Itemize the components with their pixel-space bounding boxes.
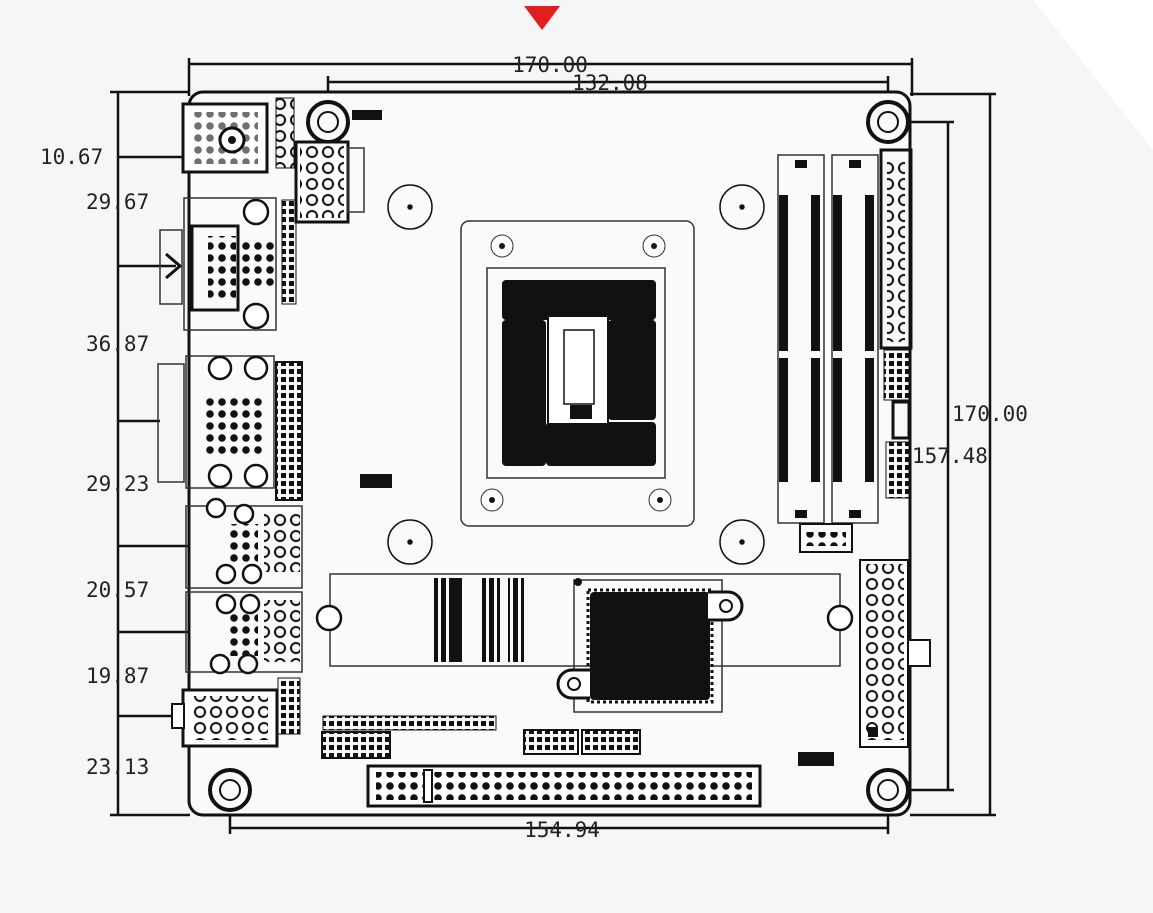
cpu-socket — [460, 220, 695, 527]
io-usb-lan-port-1 — [185, 497, 303, 589]
dim-left-5: 20.57 — [86, 578, 149, 602]
io-header-vertical — [281, 199, 297, 305]
background-corner — [1033, 0, 1153, 150]
dim-left-4: 29.23 — [86, 472, 149, 496]
dim-top-outer: 170.00 — [512, 53, 588, 77]
red-triangle-marker-icon — [524, 6, 560, 30]
dim-bottom: 154.94 — [524, 818, 600, 842]
pcie-slot — [366, 764, 762, 808]
dim-left-3: 36.87 — [86, 332, 149, 356]
right-front-panel-header — [885, 441, 911, 499]
dim-right-outer: 170.00 — [952, 402, 1028, 426]
dim-left-7: 23.13 — [86, 755, 149, 779]
io-usb-lan-port-2 — [185, 591, 303, 675]
mounting-hole-bottom-left — [208, 768, 252, 812]
small-ic — [360, 474, 392, 488]
right-header-block — [879, 148, 913, 350]
bottom-mid-header-2 — [581, 729, 641, 755]
bottom-left-header — [321, 731, 391, 759]
io-header-small — [275, 97, 295, 169]
dim-left-2: 29.67 — [86, 190, 149, 214]
mounting-hole-top-right — [866, 100, 910, 144]
dim-left-1: 10.67 — [40, 145, 103, 169]
bottom-right-component — [798, 752, 834, 766]
bottom-long-header — [322, 715, 497, 731]
right-small-header — [883, 349, 911, 401]
io-bottom-port — [171, 688, 279, 748]
io-audio-jack — [181, 102, 269, 174]
cooler-mount-holes — [387, 184, 765, 565]
io-dp-port — [157, 355, 275, 489]
fan-header-pins — [806, 532, 846, 546]
m2-slot — [315, 573, 854, 667]
fan-header — [799, 523, 853, 553]
io-hdmi-port — [159, 197, 277, 331]
right-jumper — [891, 400, 911, 440]
bottom-mid-header-1 — [523, 729, 579, 755]
arrow-right-icon — [165, 252, 183, 280]
atx-power-connector — [859, 559, 931, 748]
mounting-hole-bottom-right — [866, 768, 910, 812]
dim-right-inner: 157.48 — [912, 444, 988, 468]
dim-left-6: 19.87 — [86, 664, 149, 688]
right-header-pins — [887, 158, 905, 342]
io-bottom-header — [277, 677, 301, 735]
dimm-slot-2 — [831, 154, 879, 524]
dimension-lines — [110, 58, 996, 834]
cpu-power-connector — [294, 140, 365, 224]
io-side-header — [275, 361, 303, 501]
chipset — [556, 578, 744, 713]
small-component — [352, 110, 382, 120]
